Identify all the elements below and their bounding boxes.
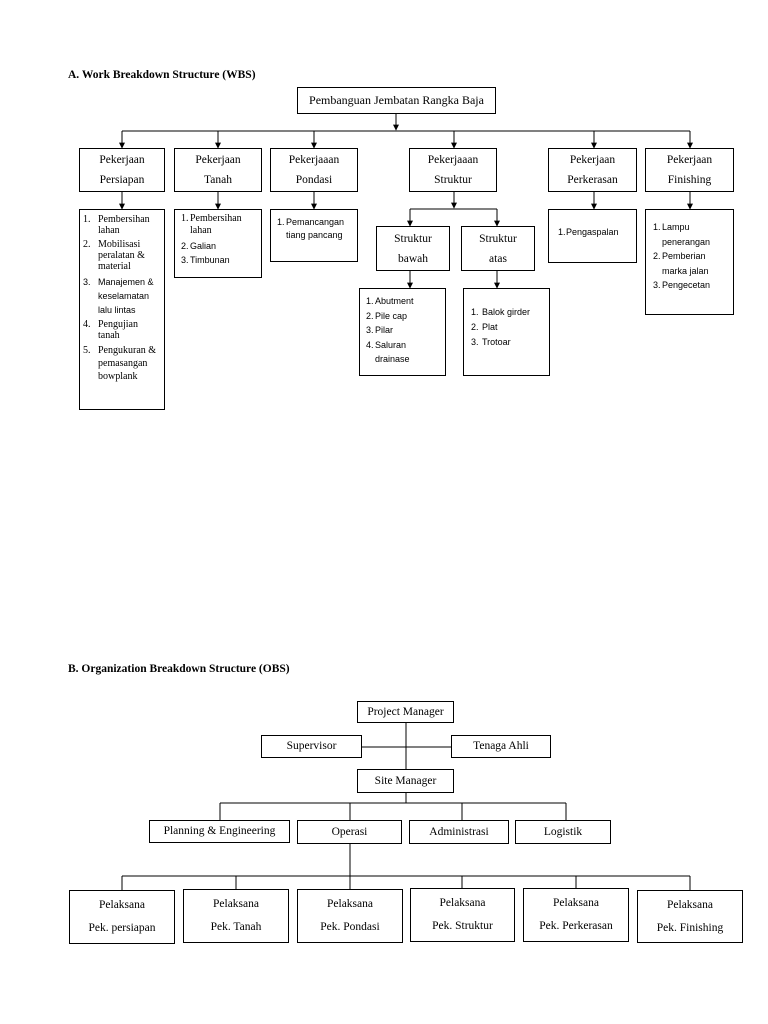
wbs-node-line: Pekerjaan [99,154,145,166]
wbs-list-item: 2.Pile cap [366,310,408,321]
obs-node-label: Operasi [331,825,368,838]
obs-node-pelaksana-struktur: Pelaksana Pek. Struktur [410,888,515,942]
wbs-list-item: 3.Timbunan [181,255,230,265]
obs-node-administrasi: Administrasi [409,820,509,844]
wbs-node-line: Struktur [394,232,432,245]
wbs-node-line: atas [489,252,507,265]
obs-node-line: Pelaksana [553,897,599,909]
obs-node-line: Pek. persiapan [88,922,156,934]
obs-node-label: Tenaga Ahli [473,740,529,752]
wbs-node-finishing: Pekerjaan Finishing [645,148,734,192]
obs-node-pelaksana-tanah: Pelaksana Pek. Tanah [183,889,289,943]
wbs-node-tanah: Pekerjaan Tanah [174,148,262,192]
obs-heading: B. Organization Breakdown Structure (OBS… [68,663,290,675]
wbs-node-struktur: Pekerjaaan Struktur [409,148,497,192]
obs-node-line: Pek. Tanah [210,921,262,933]
wbs-node-perkerasan: Pekerjaan Perkerasan [548,148,637,192]
wbs-list-item: 2.Galian [181,241,217,251]
wbs-node-struktur-bawah: Struktur bawah [376,226,450,271]
wbs-list-item: 3.Pilar [366,325,394,335]
wbs-node-line: bawah [397,252,428,265]
obs-node-logistik: Logistik [515,820,611,844]
wbs-node-line: Struktur [434,174,472,186]
obs-node-tenaga-ahli: Tenaga Ahli [451,735,551,758]
wbs-list-perkerasan: 1.Pengaspalan [548,209,637,263]
wbs-node-line: Perkerasan [567,174,618,186]
wbs-list-item: 2.Pemberian marka jalan [653,251,709,276]
wbs-list-item: 1.Lampu penerangan [653,222,711,247]
obs-node-pelaksana-finishing: Pelaksana Pek. Finishing [637,890,743,943]
obs-node-label: Administrasi [429,825,489,838]
obs-node-line: Pelaksana [99,899,145,911]
wbs-node-persiapan: Pekerjaan Persiapan [79,148,165,192]
wbs-list-item: 1.Pembersihan lahan [83,214,150,236]
obs-node-line: Pek. Perkerasan [539,920,613,932]
wbs-list-pondasi: 1.Pemancangan tiang pancang [270,209,358,262]
wbs-node-line: Pekerjaan [569,154,616,166]
wbs-list-item: 1.Pengaspalan [558,227,619,237]
wbs-list-item: 4.Pengujian tanah [83,319,138,341]
obs-node-label: Site Manager [374,774,437,787]
obs-node-line: Pelaksana [667,898,713,911]
wbs-list-item: 2.Plat [471,322,498,332]
wbs-node-line: Persiapan [99,174,145,186]
wbs-list-item: 3.Trotoar [471,337,511,347]
obs-node-label: Project Manager [367,705,444,718]
wbs-list-item: 2.Mobilisasi peralatan & material [83,239,145,272]
wbs-node-line: Pekerjaan [666,154,713,166]
obs-node-line: Pelaksana [327,898,373,910]
wbs-heading: A. Work Breakdown Structure (WBS) [68,69,256,81]
wbs-list-item: 4.Saluran drainase [366,339,410,365]
wbs-list-item: 1.Pemancangan tiang pancang [277,217,345,240]
wbs-node-line: Finishing [667,174,712,186]
wbs-root-label: Pembanguan Jembatan Rangka Baja [309,93,484,107]
obs-node-supervisor: Supervisor [261,735,362,758]
obs-node-line: Pek. Struktur [432,920,493,932]
wbs-list-item: 1.Balok girder [471,307,531,317]
wbs-node-line: Tanah [204,174,232,186]
wbs-node-pondasi: Pekerjaaan Pondasi [270,148,358,192]
wbs-node-line: Pondasi [295,174,333,186]
obs-node-pelaksana-perkerasan: Pelaksana Pek. Perkerasan [523,888,629,942]
wbs-list-struktur-atas: 1.Balok girder 2.Plat 3.Trotoar [463,288,550,376]
wbs-list-struktur-bawah: 1.Abutment 2.Pile cap 3.Pilar 4.Saluran … [359,288,446,376]
obs-node-planning-engineering: Planning & Engineering [149,820,290,843]
wbs-node-line: Pekerjaaan [427,154,479,166]
wbs-list-tanah: 1.Pembersihan lahan 2.Galian 3.Timbunan [174,209,262,278]
wbs-node-line: Struktur [479,232,517,245]
obs-node-operasi: Operasi [297,820,402,844]
wbs-node-line: Pekerjaaan [288,154,340,166]
obs-node-pelaksana-pondasi: Pelaksana Pek. Pondasi [297,889,403,943]
obs-node-label: Logistik [543,825,583,838]
wbs-list-item: 1.Abutment [366,296,414,306]
wbs-node-line: Pekerjaan [195,154,241,166]
obs-node-site-manager: Site Manager [357,769,454,793]
wbs-list-item: 5.Pengukuran & pemasangan bowplank [83,345,157,382]
wbs-list-item: 1.Pembersihan lahan [181,213,242,236]
obs-node-pelaksana-persiapan: Pelaksana Pek. persiapan [69,890,175,944]
wbs-root-node: Pembanguan Jembatan Rangka Baja [297,87,496,114]
wbs-list-item: 3.Pengecetan [653,280,711,290]
wbs-list-item: 3.Manajemen & keselamatan lalu lintas [83,277,154,315]
obs-node-line: Pelaksana [213,898,259,910]
obs-node-label: Supervisor [286,740,337,752]
obs-node-line: Pelaksana [439,897,486,909]
obs-node-line: Pek. Finishing [656,921,724,934]
wbs-list-persiapan: 1.Pembersihan lahan 2.Mobilisasi peralat… [79,209,165,410]
obs-node-label: Planning & Engineering [163,825,276,837]
obs-node-line: Pek. Pondasi [320,921,380,933]
wbs-list-finishing: 1.Lampu penerangan 2.Pemberian marka jal… [645,209,734,315]
obs-node-project-manager: Project Manager [357,701,454,723]
wbs-node-struktur-atas: Struktur atas [461,226,535,271]
